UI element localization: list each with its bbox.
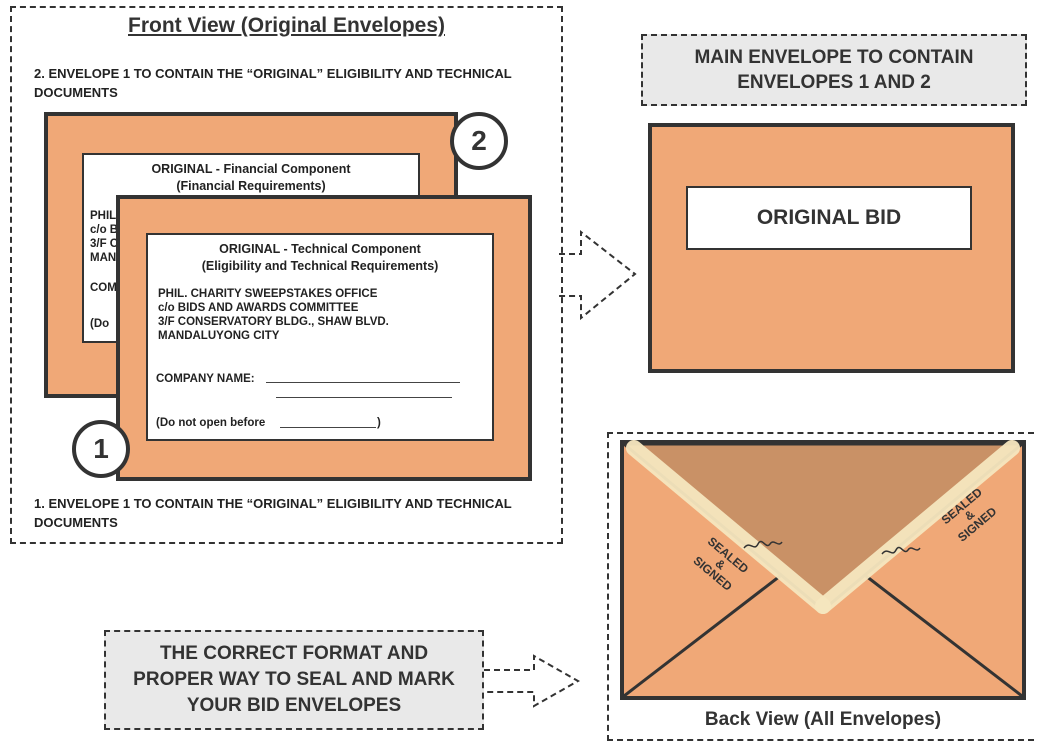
envelope-1-subtitle: (Eligibility and Technical Requirements) (201, 259, 439, 273)
envelope-2-number-badge: 2 (450, 112, 508, 170)
envelope-2-do-not-open: (Do (90, 318, 110, 330)
envelope-1-do-not-open-end: ) (377, 417, 381, 429)
back-envelope-fold-left (623, 574, 781, 698)
seal-tape-right (815, 440, 1020, 614)
main-envelope-caption: MAIN ENVELOPE TO CONTAIN ENVELOPES 1 AND… (641, 34, 1027, 106)
envelope-1-city: MANDALUYONG CITY (158, 330, 280, 342)
envelope-1-do-not-open: (Do not open before (156, 417, 266, 429)
envelope-1-title: ORIGINAL - Technical Component (219, 242, 421, 256)
back-envelope-fold-right (865, 574, 1023, 698)
envelope-1-company-label: COMPANY NAME: (156, 373, 255, 385)
arrow-to-main-envelope (559, 229, 637, 321)
signature-left (743, 540, 783, 549)
envelope-2-line-4: MAN (90, 252, 117, 264)
seal-tape-left (626, 440, 831, 614)
main-envelope-label-text: ORIGINAL BID (756, 206, 902, 229)
envelope-2-line-3: 3/F C (90, 238, 119, 250)
company-name-line-1 (266, 382, 460, 383)
front-view-title: Front View (Original Envelopes) (128, 14, 445, 37)
back-view-caption: Back View (All Envelopes) (704, 709, 942, 730)
back-view-panel (607, 432, 1034, 741)
front-view-panel (10, 6, 563, 544)
envelope-1-address: 3/F CONSERVATORY BLDG., SHAW BLVD. (158, 316, 389, 328)
instruction-text: THE CORRECT FORMAT AND PROPER WAY TO SEA… (133, 643, 455, 716)
envelope-2-line-1: PHIL (90, 210, 117, 222)
company-name-line-2 (276, 397, 452, 398)
envelope-1-addressee: PHIL. CHARITY SWEEPSTAKES OFFICE (158, 288, 378, 300)
instruction-box: THE CORRECT FORMAT AND PROPER WAY TO SEA… (104, 630, 484, 730)
front-view-note-bottom: 1. ENVELOPE 1 TO CONTAIN THE “ORIGINAL” … (34, 496, 512, 530)
main-envelope-caption-text: MAIN ENVELOPE TO CONTAIN ENVELOPES 1 AND… (694, 47, 974, 93)
envelope-1-care-of: c/o BIDS AND AWARDS COMMITTEE (158, 302, 359, 314)
envelope-2-title: ORIGINAL - Financial Component (151, 162, 351, 176)
envelope-2-line-2: c/o B (90, 224, 119, 236)
arrow-to-back-view (484, 654, 581, 708)
envelope-1-number-badge: 1 (72, 420, 130, 478)
main-envelope-label: ORIGINAL BID (686, 186, 972, 250)
envelope-1-label: ORIGINAL - Technical Component (Eligibil… (146, 233, 494, 441)
back-envelope (620, 440, 1026, 700)
front-view-note-top: 2. ENVELOPE 1 TO CONTAIN THE “ORIGINAL” … (34, 66, 512, 100)
envelope-2-subtitle: (Financial Requirements) (176, 179, 326, 193)
do-not-open-line (280, 427, 376, 428)
signature-right (881, 546, 921, 555)
envelope-2-company: COM (90, 282, 117, 294)
